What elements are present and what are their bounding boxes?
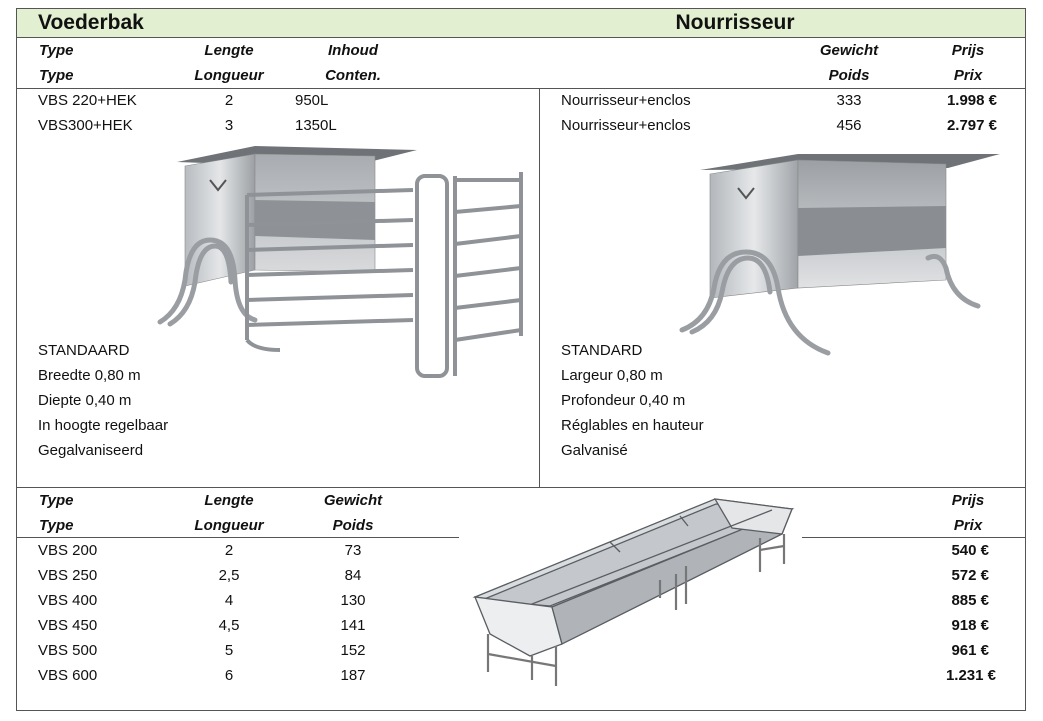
spec-line: In hoogte regelbaar xyxy=(38,417,169,434)
header-price-fr: Prix xyxy=(953,67,983,84)
header-content-nl: Inhoud xyxy=(328,42,378,59)
divider-top-header xyxy=(16,88,1026,89)
header-price-nl: Prijs xyxy=(951,492,985,509)
table-row-weight: 333 xyxy=(836,92,862,109)
header-weight-nl: Gewicht xyxy=(819,42,879,59)
table-row-price: 961 € xyxy=(951,642,989,659)
header-weight-nl: Gewicht xyxy=(323,492,383,509)
table-row-price: 918 € xyxy=(951,617,989,634)
table-row-weight: 187 xyxy=(340,667,366,684)
table-row-type: VBS 250 xyxy=(38,567,98,584)
divider-vertical xyxy=(539,88,540,487)
divider-bottom-header-left xyxy=(16,537,459,538)
spec-line: STANDARD xyxy=(561,342,643,359)
table-row-weight: 152 xyxy=(340,642,366,659)
title-voederbak: Voederbak xyxy=(38,11,144,34)
table-row-type: VBS 500 xyxy=(38,642,98,659)
table-row-weight: 141 xyxy=(340,617,366,634)
table-row-weight: 456 xyxy=(836,117,862,134)
table-row-length: 2 xyxy=(224,92,234,109)
header-price-fr: Prix xyxy=(953,517,983,534)
divider-section xyxy=(16,487,1026,488)
header-price-nl: Prijs xyxy=(951,42,985,59)
header-type-fr: Type xyxy=(39,67,74,84)
table-row-price: 540 € xyxy=(951,542,989,559)
table-row-length: 4 xyxy=(224,592,234,609)
spec-line: Diepte 0,40 m xyxy=(38,392,132,409)
table-row-name: Nourrisseur+enclos xyxy=(561,92,691,109)
table-row-length: 6 xyxy=(224,667,234,684)
title-bar xyxy=(16,8,1026,38)
feeder-image xyxy=(679,154,1000,356)
spec-line: STANDAARD xyxy=(38,342,130,359)
header-type-nl: Type xyxy=(39,492,74,509)
table-row-type: VBS 220+HEK xyxy=(38,92,137,109)
table-row-content: 1350L xyxy=(295,117,337,134)
header-content-fr: Conten. xyxy=(325,67,381,84)
table-row-length: 5 xyxy=(224,642,234,659)
table-row-name: Nourrisseur+enclos xyxy=(561,117,691,134)
header-length-fr: Longueur xyxy=(194,517,264,534)
table-row-price: 2.797 € xyxy=(946,117,997,134)
divider-bottom-header-right xyxy=(802,537,1026,538)
header-length-nl: Lengte xyxy=(204,492,254,509)
table-row-weight: 73 xyxy=(344,542,362,559)
header-type-nl: Type xyxy=(39,42,74,59)
spec-line: Réglables en hauteur xyxy=(561,417,704,434)
header-weight-fr: Poids xyxy=(332,517,374,534)
table-row-length: 4,5 xyxy=(218,617,240,634)
table-row-content: 950L xyxy=(295,92,329,109)
spec-line: Profondeur 0,40 m xyxy=(561,392,686,409)
header-length-fr: Longueur xyxy=(194,67,264,84)
table-row-type: VBS 450 xyxy=(38,617,98,634)
header-type-fr: Type xyxy=(39,517,74,534)
header-length-nl: Lengte xyxy=(204,42,254,59)
title-nourrisseur: Nourrisseur xyxy=(675,11,795,34)
table-row-length: 3 xyxy=(224,117,234,134)
spec-line: Gegalvaniseerd xyxy=(38,442,144,459)
table-row-type: VBS300+HEK xyxy=(38,117,133,134)
table-row-weight: 84 xyxy=(344,567,362,584)
trough-image xyxy=(472,498,795,686)
table-row-price: 572 € xyxy=(951,567,989,584)
table-row-price: 1.998 € xyxy=(946,92,997,109)
table-row-type: VBS 400 xyxy=(38,592,98,609)
feeder-with-gate-image xyxy=(157,146,523,378)
spec-line: Largeur 0,80 m xyxy=(561,367,663,384)
header-weight-fr: Poids xyxy=(828,67,870,84)
table-row-length: 2,5 xyxy=(218,567,240,584)
table-row-length: 2 xyxy=(224,542,234,559)
table-row-price: 1.231 € xyxy=(945,667,996,684)
table-row-type: VBS 200 xyxy=(38,542,98,559)
spec-line: Breedte 0,80 m xyxy=(38,367,141,384)
spec-line: Galvanisé xyxy=(561,442,628,459)
table-row-weight: 130 xyxy=(340,592,366,609)
table-row-type: VBS 600 xyxy=(38,667,98,684)
table-row-price: 885 € xyxy=(951,592,989,609)
